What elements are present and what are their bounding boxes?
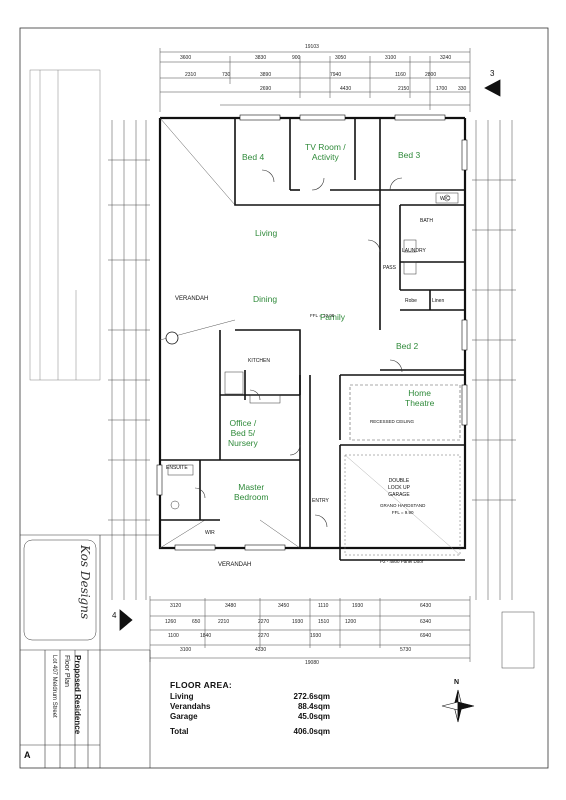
dim-bottom4-1: 3100 [180,647,192,653]
dim-bottom2-1: 1260 [165,619,177,625]
dim-bottom3-3: 2270 [258,633,270,639]
title-project: Proposed Residence [73,655,82,735]
label-robe: Robe [405,298,417,304]
room-office-bed5-nursery: Office / Bed 5/ Nursery [228,418,258,448]
area-row-verandahs: Verandahs 88.4sqm [170,702,330,712]
area-value: 45.0sqm [297,712,330,721]
dim-top-3: 900 [292,55,301,61]
label-bath: BATH [420,218,433,224]
overall-width-dim: 19103 [305,44,319,50]
room-home-theatre: Home Theatre [405,388,435,408]
dim-top2-6: 2800 [425,72,437,78]
dim-top-1: 3600 [180,55,192,61]
dim-bottom-4: 1110 [318,603,329,609]
area-label: Living [170,692,194,701]
label-pass: PASS [383,265,396,271]
room-family: Family [320,312,346,322]
dim-top3-1: 2690 [260,86,272,92]
dim-bottom3-2: 1840 [200,633,212,639]
overall-width-bottom-dim: 19080 [305,660,319,666]
section-mark-3: 3 [490,69,495,78]
dim-top3-5: 330 [458,86,467,92]
floor-area-summary: FLOOR AREA: Living 272.6sqm Verandahs 88… [170,680,330,737]
dim-bottom2-7: 1200 [345,619,357,625]
title-address: Lot 407 Meldrum Street [51,655,57,718]
sheet-id: A [24,750,31,760]
room-living: Living [255,228,278,238]
label-garage: DOUBLE LOCK UP GARAGE [388,478,410,498]
area-row-total: Total 406.0sqm [170,727,330,737]
dim-top2-5: 1160 [395,72,406,78]
dim-top-5: 3100 [385,55,397,61]
dim-bottom2-2: 650 [192,619,201,625]
dim-top2-2: 730 [222,72,231,78]
dim-bottom2-8: 6340 [420,619,432,625]
label-recessed-ceiling: RECESSED CEILING [370,419,415,424]
dim-bottom3-1: 1100 [168,633,179,639]
area-total-label: Total [170,727,189,736]
label-panel-door: P2 - 4800 Panel Door [380,559,424,564]
dim-top2-1: 2310 [185,72,197,78]
floor-area-title: FLOOR AREA: [170,680,233,690]
area-value: 88.4sqm [297,702,330,711]
dim-bottom4-2: 4330 [255,647,267,653]
label-entry: ENTRY [312,498,329,504]
area-row-garage: Garage 45.0sqm [170,712,330,722]
dim-top2-3: 3890 [260,72,272,78]
dim-bottom2-6: 1510 [318,619,330,625]
dim-bottom2-4: 2270 [258,619,270,625]
dim-top-2: 3830 [255,55,267,61]
label-verandah-bottom: VERANDAH [218,562,252,568]
dim-bottom-5: 1930 [352,603,364,609]
dim-top3-2: 4430 [340,86,352,92]
room-master-bedroom: Master Bedroom [234,482,269,502]
dim-bottom2-5: 1930 [292,619,304,625]
dim-top3-3: 2150 [398,86,410,92]
label-ffl: FFL = 10.00 [310,313,335,318]
section-mark-4: 4 [112,611,117,620]
label-linen: Linen [432,298,445,304]
label-laundry: LAUNDRY [402,248,426,254]
dim-top-6: 3240 [440,55,452,61]
north-label: N [454,679,460,686]
title-drawing: Floor Plan [63,655,70,687]
dim-bottom3-5: 6940 [420,633,432,639]
north-arrow-icon [440,688,476,724]
dim-bottom2-3: 2210 [218,619,230,625]
dim-bottom-3: 3450 [278,603,290,609]
room-bed-3: Bed 3 [398,150,421,160]
area-total-value: 406.0sqm [293,727,330,736]
label-garage-hardstand: GRANO HARDSTAND FFL = 9.90 [380,503,426,515]
dim-top2-4: 7940 [330,72,342,78]
label-ensuite: ENSUITE [166,465,188,471]
dim-bottom-1: 3120 [170,603,182,609]
builder-logo: Kos Designs [78,545,92,620]
area-row-living: Living 272.6sqm [170,692,330,702]
dim-bottom3-4: 1930 [310,633,322,639]
dim-bottom4-3: 5730 [400,647,412,653]
label-wc: W/C [440,196,450,202]
room-tv-activity: TV Room / Activity [305,142,346,162]
label-verandah-left: VERANDAH [175,296,209,302]
area-label: Verandahs [170,702,211,711]
dim-bottom-6: 6430 [420,603,432,609]
dim-top-4: 3050 [335,55,347,61]
room-bed-2: Bed 2 [396,341,419,351]
area-label: Garage [170,712,198,721]
room-dining: Dining [253,294,278,304]
dim-bottom-2: 3480 [225,603,237,609]
label-wir: WIR [205,530,215,536]
dim-top3-4: 1700 [436,86,448,92]
area-value: 272.6sqm [293,692,330,701]
label-kitchen: KITCHEN [248,358,270,364]
room-bed-4: Bed 4 [242,152,265,162]
